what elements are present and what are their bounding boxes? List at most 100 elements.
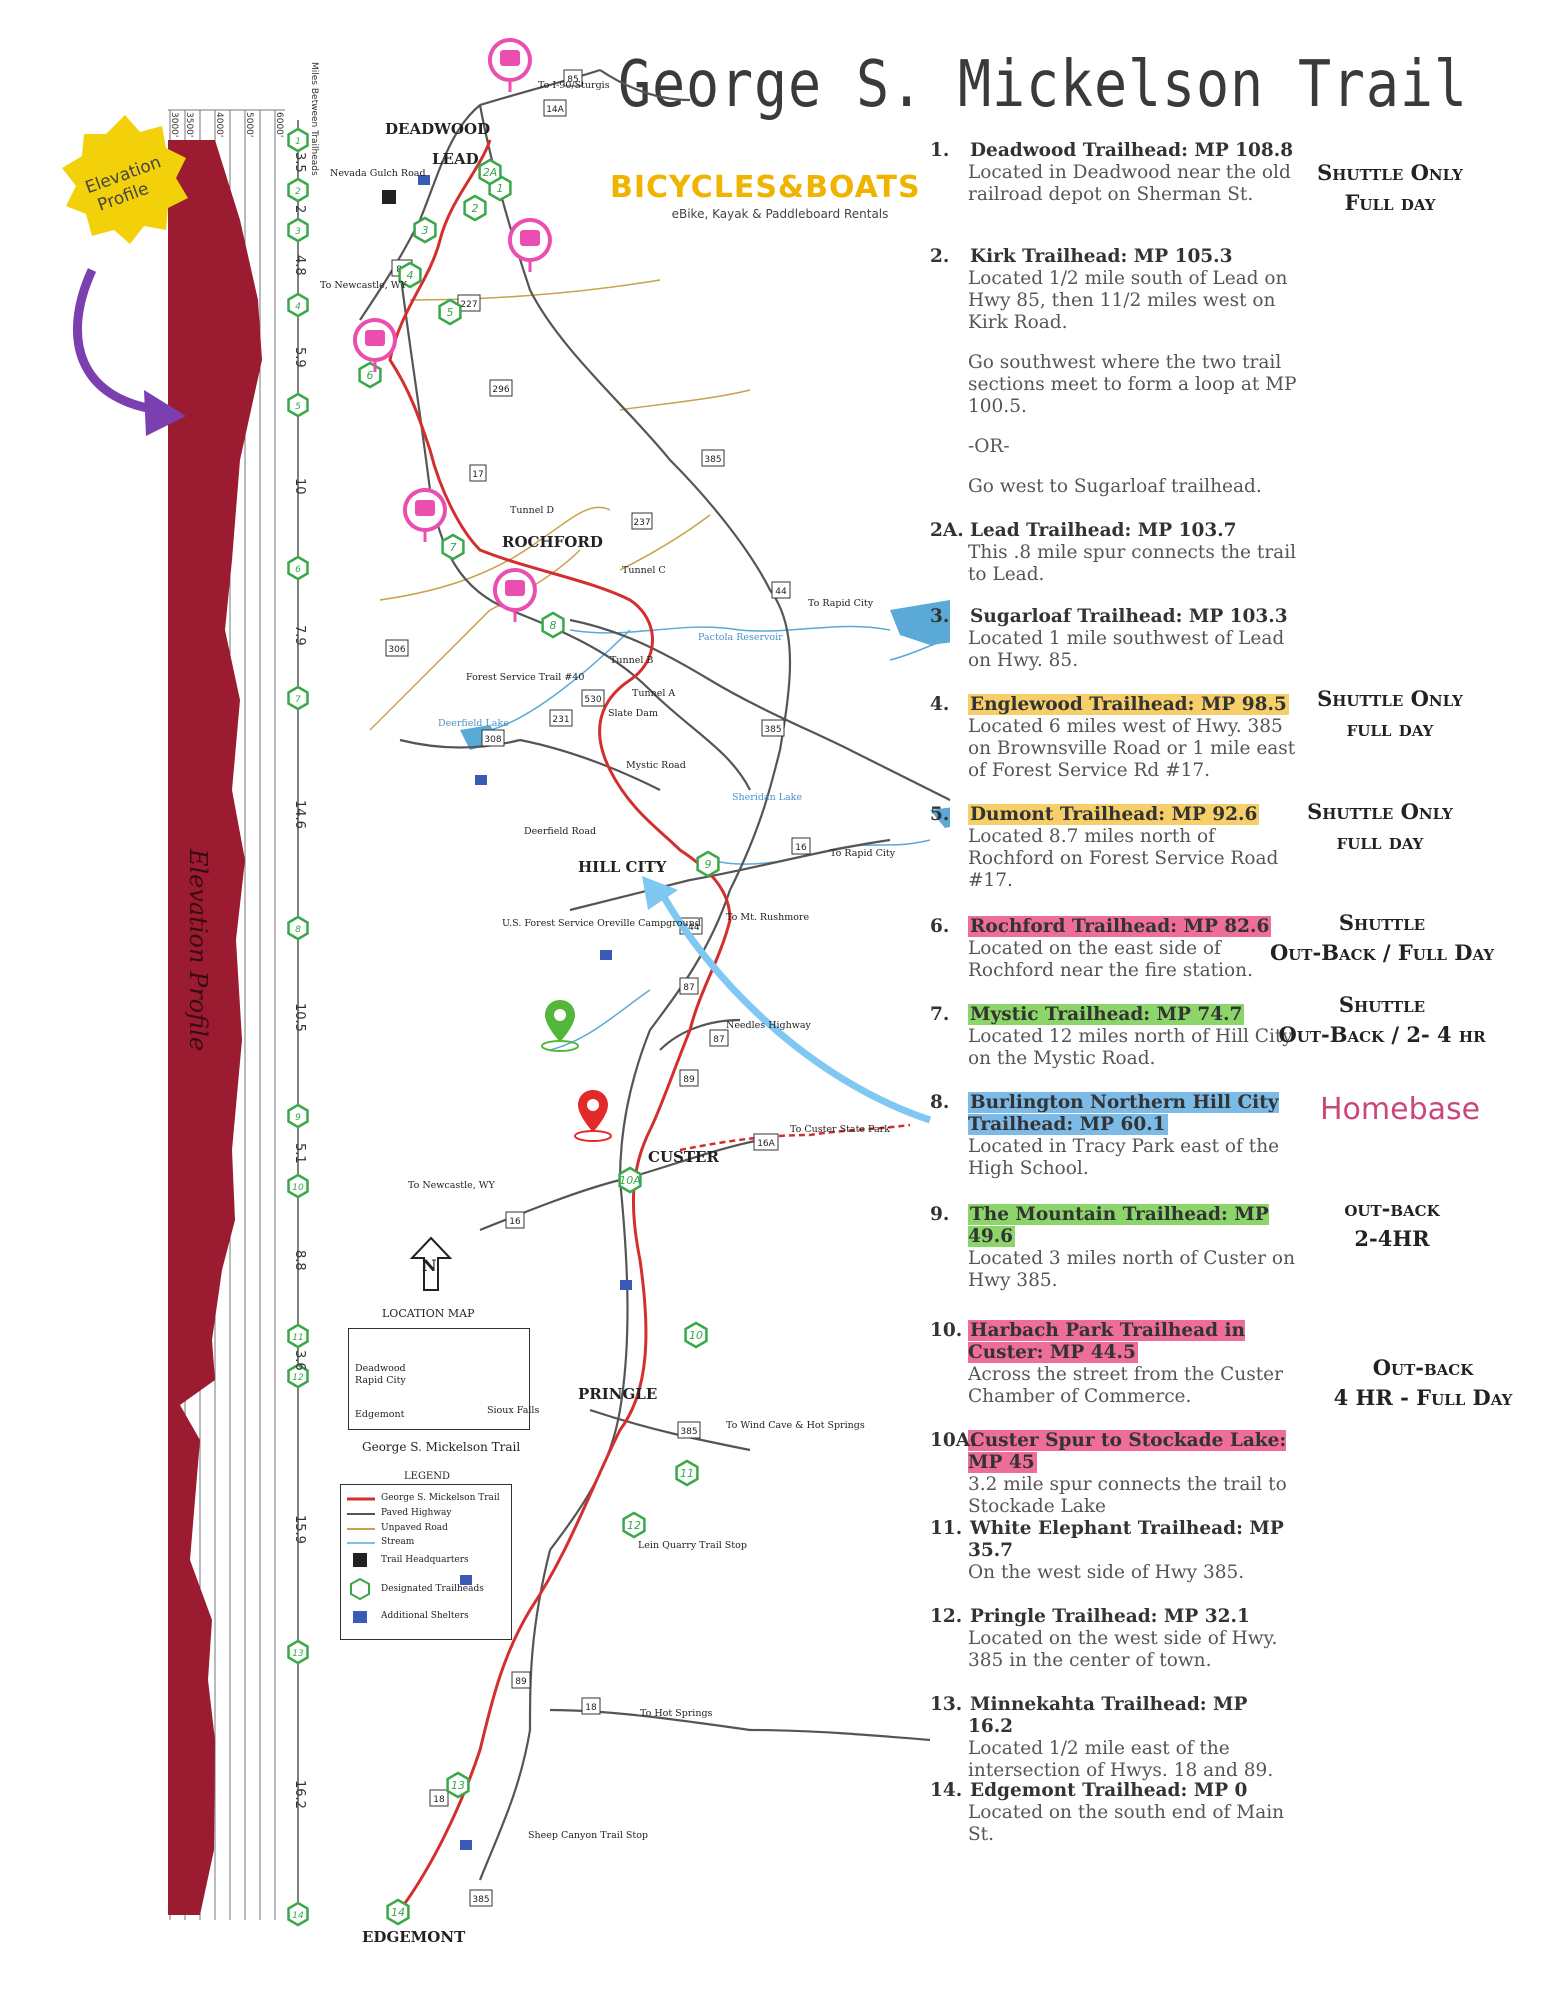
trailhead-note: Go southwest where the two trail section… [968,352,1297,417]
trailhead-description: Located on the east side of Rochford nea… [968,938,1253,981]
map-trailhead-marker: 3 [413,216,437,244]
trailhead-entry: 8.Burlington Northern Hill City Trailhea… [930,1092,1300,1180]
trailhead-number: 10. [930,1320,963,1341]
trailhead-name-text: Englewood Trailhead: MP 98.5 [968,694,1289,715]
trailhead-number: 3. [930,606,950,627]
place-label-pactola: Pactola Reservoir [698,632,783,643]
route-label: 385 [704,455,721,465]
mileage-4: 5.9 [292,347,307,368]
trailhead-description: Located 1/2 mile east of the intersectio… [968,1738,1274,1781]
homebase-arrow-icon [656,888,932,1124]
map-trailhead-marker: 10 [684,1321,708,1349]
trailhead-name: Burlington Northern Hill City Trailhead:… [968,1092,1300,1136]
route-label: 227 [460,300,477,310]
inset-label-sioux-falls: Sioux Falls [487,1405,540,1416]
place-label-oreville: U.S. Forest Service Oreville Campground [502,918,701,929]
trailhead-description: Located 8.7 miles north of Rochford on F… [968,826,1279,891]
trailhead-marker-label: 14 [292,1911,304,1921]
elevation-trailhead-marker: 2 [287,177,309,203]
badge-arrow-icon [73,268,161,415]
elevation-trailhead-marker: 1 [287,127,309,153]
trailhead-name: Englewood Trailhead: MP 98.5 [968,694,1300,716]
trailhead-name-text: Deadwood Trailhead: MP 108.8 [970,140,1294,161]
place-label-tunnel-d: Tunnel D [510,505,554,516]
place-label-nevada-gulch: Nevada Gulch Road [330,168,426,179]
elev-label-3000: 3000' [169,112,179,137]
legend-box: George S. Mickelson Trail Paved Highway … [340,1484,512,1640]
route-label: 44 [775,587,787,597]
trailhead-number: 6. [930,916,950,937]
elevation-trailhead-marker: 6 [287,555,309,581]
legend-item: Trail Headquarters [381,1555,469,1565]
trailhead-entry: 10.Harbach Park Trailhead in Custer: MP … [930,1320,1300,1408]
custer-spur [679,1123,911,1152]
trailhead-name: Mystic Trailhead: MP 74.7 [968,1004,1300,1026]
note-line: 2-4HR [1354,1226,1430,1251]
route-label: 244 [682,923,699,933]
trailhead-marker-label: 13 [292,1649,304,1659]
trailhead-marker-label: 8 [295,925,301,935]
map-trailhead-marker: 4 [398,261,422,289]
brand-logo: BICYCLES&BOATS eBike, Kayak & Paddleboar… [610,170,950,221]
trailhead-name-text: Dumont Trailhead: MP 92.6 [968,804,1260,825]
trailhead-marker-label: 6 [367,369,374,382]
bus-pins [353,38,552,622]
trailhead-name: Harbach Park Trailhead in Custer: MP 44.… [968,1320,1300,1364]
inset-label-edgemont: Edgemont [355,1409,405,1420]
elevation-header-labels: 3000' 3500' 4000' 5000' 6000' [169,112,284,137]
note-line: full day [1336,829,1424,854]
trailhead-description: 3.2 mile spur connects the trail to Stoc… [968,1474,1287,1517]
place-label-tunnel-c: Tunnel C [622,565,666,576]
route-label: 89 [683,1075,695,1085]
note-line: Shuttle Only [1317,686,1463,711]
mileage-10: 8.8 [292,1250,307,1271]
elevation-trailhead-marker: 5 [287,392,309,418]
homebase-pin-icon [574,1090,612,1142]
place-label-newcastle: To Newcastle, WY [320,280,407,291]
trailhead-name: Sugarloaf Trailhead: MP 103.3 [968,606,1300,628]
place-label-sheep-canyon: Sheep Canyon Trail Stop [528,1830,649,1841]
route-label: 296 [492,385,509,395]
elevation-trailhead-marker: 13 [287,1639,309,1665]
trailhead-number: 4. [930,694,950,715]
trailhead-marker-label: 1 [497,182,504,195]
inset-label-deadwood: Deadwood [355,1363,406,1374]
trailhead-description: Located on the west side of Hwy. 385 in … [968,1628,1278,1671]
route-label: 16 [509,1217,521,1227]
trailhead-description: Located on the south end of Main St. [968,1802,1285,1845]
legend-item: Stream [381,1537,415,1547]
trailhead-number: 10A. [930,1430,977,1451]
elev-label-3500: 3500' [184,112,194,137]
trailhead-marker-label: 3 [295,227,301,237]
trailhead-marker-label: 10A [619,1174,641,1187]
elevation-mileage-labels: 3.5 2 4.8 5.9 10 7.9 14.6 10.5 5.1 8.8 3… [292,152,307,1809]
route-label: 14A [546,105,564,115]
mileage-12: 15.9 [292,1515,307,1544]
trailhead-number: 12. [930,1606,963,1627]
map-trailhead-marker: 5 [438,298,462,326]
legend-item: Paved Highway [381,1508,452,1518]
mountain-trailhead-pin-icon [541,1000,579,1052]
trailhead-marker-label: 7 [295,695,301,705]
mileage-7: 14.6 [292,800,307,829]
route-label: 85 [567,75,578,85]
trailhead-marker-label: 7 [450,541,457,554]
place-label-tunnel-b: Tunnel B [610,655,654,666]
trailhead-description: On the west side of Hwy 385. [968,1562,1245,1583]
legend-item: Unpaved Road [381,1523,448,1533]
trailhead-description: Located in Deadwood near the old railroa… [968,162,1291,205]
trailhead-marker-label: 11 [680,1467,694,1480]
badge-star-shape [62,115,188,244]
town-label-custer: CUSTER [648,1148,719,1166]
mileage-2: 2 [292,205,307,213]
bus-pin-icon [488,38,532,92]
route-label: 18 [585,1703,597,1713]
